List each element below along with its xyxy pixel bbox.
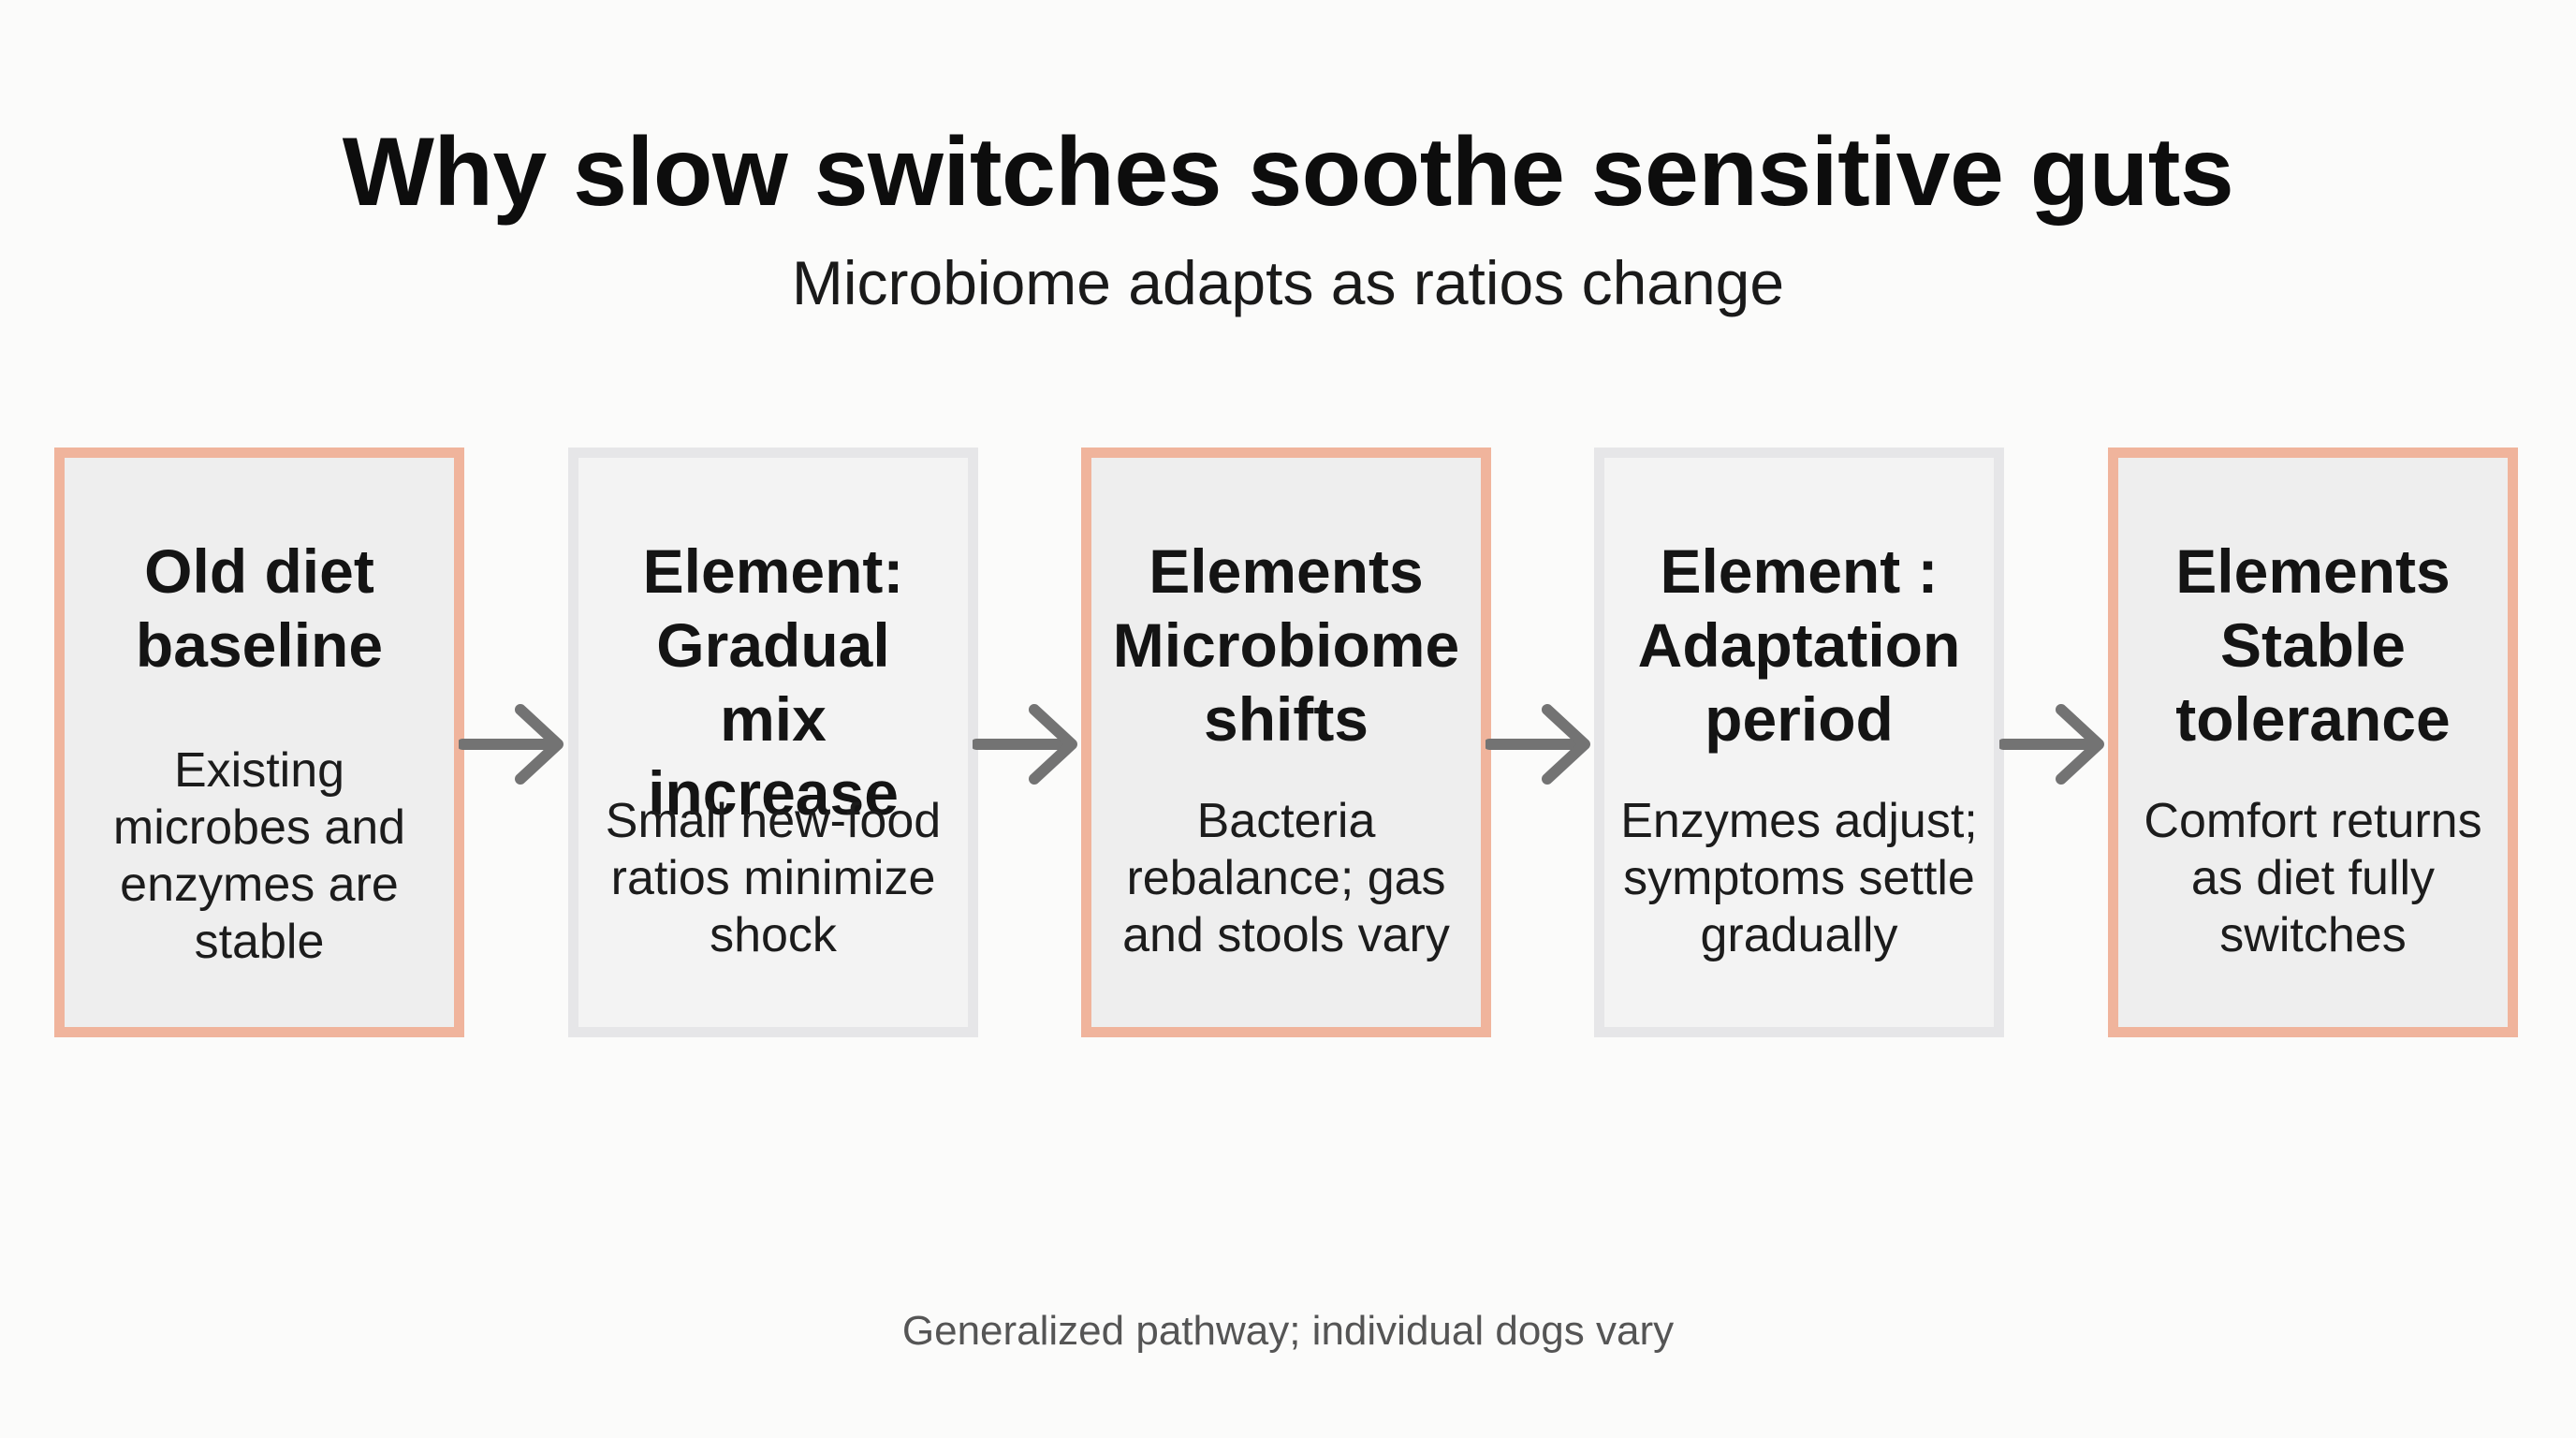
step-description: Small new-food ratios minimize shock	[605, 794, 942, 962]
arrow-right-icon	[973, 704, 1077, 785]
step-box-adaptation-period: Element : Adaptation period Enzymes adju…	[1594, 448, 2004, 1037]
step-title: Elements Microbiome shifts	[1112, 536, 1460, 754]
diagram-subtitle: Microbiome adapts as ratios change	[791, 248, 1785, 317]
step-box-old-diet-baseline: Old diet baseline Existing microbes and …	[54, 448, 464, 1037]
step-title: Element: Gradual mix increase	[642, 536, 904, 828]
step-description: Existing microbes and enzymes are stable	[112, 743, 406, 969]
arrow-right-icon	[1486, 704, 1590, 785]
step-title: Elements Stable tolerance	[2175, 536, 2451, 754]
arrow-right-icon	[459, 704, 564, 785]
arrow-right-icon	[1999, 704, 2104, 785]
step-description: Bacteria rebalance; gas and stools vary	[1122, 794, 1450, 962]
step-box-microbiome-shifts: Elements Microbiome shifts Bacteria reba…	[1081, 448, 1491, 1037]
footnote: Generalized pathway; individual dogs var…	[901, 1308, 1675, 1354]
step-title: Element : Adaptation period	[1637, 536, 1961, 754]
step-box-stable-tolerance: Elements Stable tolerance Comfort return…	[2108, 448, 2518, 1037]
step-description: Enzymes adjust; symptoms settle graduall…	[1620, 794, 1978, 962]
step-box-gradual-mix-increase: Element: Gradual mix increase Small new-…	[568, 448, 978, 1037]
step-title: Old diet baseline	[135, 536, 384, 680]
diagram-title: Why slow switches soothe sensitive guts	[342, 118, 2234, 227]
step-description: Comfort returns as diet fully switches	[2144, 794, 2482, 962]
